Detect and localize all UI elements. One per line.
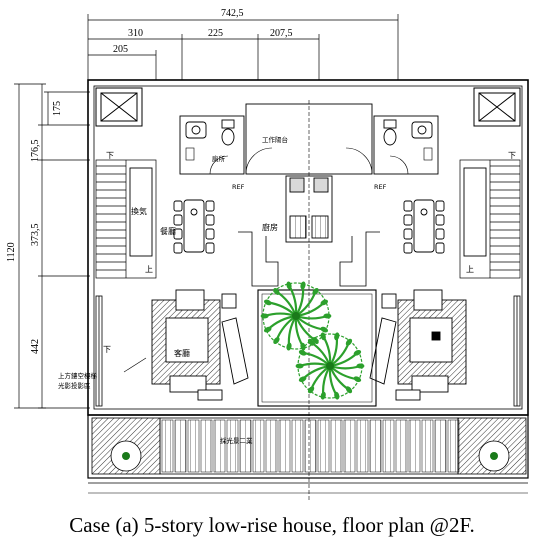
dim-height-3735: 373,5 xyxy=(30,224,41,247)
annotation-leader xyxy=(123,357,147,373)
ref-label-left: REF xyxy=(232,183,245,191)
kitchen xyxy=(238,175,380,287)
stair-right xyxy=(459,159,521,279)
dim-segment-205: 205 xyxy=(113,44,128,55)
dining-chair xyxy=(205,200,215,212)
grate-panel xyxy=(395,419,408,473)
grate-panel xyxy=(265,419,278,473)
tree-upper xyxy=(260,281,332,351)
grate-panel xyxy=(369,419,382,473)
dining-chair xyxy=(173,214,183,226)
grate-panel xyxy=(278,419,291,473)
grate-panel xyxy=(174,419,187,473)
elevator-right xyxy=(473,87,521,127)
void-mark-label: 下 xyxy=(103,345,111,354)
landscape-label: 採光景二業 xyxy=(220,436,253,445)
floor-plan-diagram: 742,5 310 225 207,5 205 1120 175 176,5 3… xyxy=(6,8,529,500)
dining-chair xyxy=(435,242,445,254)
dim-overall-height: 1120 xyxy=(6,242,17,262)
living-room-right xyxy=(369,289,467,401)
storage-label: 換気 xyxy=(131,206,147,216)
dining-table-right xyxy=(403,199,445,254)
dining-label: 餐廳 xyxy=(160,226,176,236)
dim-segment-310: 310 xyxy=(128,28,143,39)
stair-down-label-right: 下 xyxy=(508,151,516,160)
work-balcony xyxy=(245,103,373,175)
grate-panel xyxy=(161,419,174,473)
grate-panel xyxy=(226,419,239,473)
grate-panel xyxy=(408,419,421,473)
elevator-left xyxy=(95,87,143,127)
grate-panel xyxy=(200,419,213,473)
grate-panel xyxy=(239,419,252,473)
grate-panel xyxy=(356,419,369,473)
grate-panel xyxy=(421,419,434,473)
top-dimensions xyxy=(87,14,399,80)
dining-chair xyxy=(435,228,445,240)
annotation-line-1: 上方鏤空樓梯 xyxy=(58,371,98,380)
grate-panel xyxy=(213,419,226,473)
living-room-left xyxy=(151,289,249,401)
tree-lower xyxy=(295,332,365,400)
tree-illustration xyxy=(260,281,365,400)
figure-caption: Case (a) 5-story low-rise house, floor p… xyxy=(69,513,475,537)
grate-panel xyxy=(330,419,343,473)
grate-panel xyxy=(252,419,265,473)
dim-height-175: 175 xyxy=(52,101,63,116)
dining-chair xyxy=(403,228,413,240)
grate-panel xyxy=(343,419,356,473)
stair-up-label-left: 上 xyxy=(145,265,153,274)
living-label: 客廳 xyxy=(174,348,190,358)
kitchen-label: 廚房 xyxy=(262,222,278,232)
dining-table-left xyxy=(173,199,215,254)
grate-panel xyxy=(382,419,395,473)
work-balcony-label: 工作陽台 xyxy=(262,135,288,144)
bathroom-right xyxy=(373,115,439,175)
building-outline xyxy=(87,79,529,500)
dim-segment-2075: 207,5 xyxy=(270,28,293,39)
bottom-balcony xyxy=(91,417,527,475)
dining-chair xyxy=(205,228,215,240)
dim-height-442: 442 xyxy=(30,339,41,354)
ref-label-right: REF xyxy=(374,183,387,191)
grate-panel xyxy=(304,419,317,473)
left-dimensions xyxy=(14,83,90,409)
dim-overall-width: 742,5 xyxy=(221,8,244,19)
stair-up-label-right: 上 xyxy=(466,265,474,274)
dining-chair xyxy=(435,200,445,212)
annotation-line-2: 光影投影區 xyxy=(58,381,91,390)
dining-chair xyxy=(403,242,413,254)
dining-chair xyxy=(403,214,413,226)
side-windows xyxy=(95,295,521,407)
stair-left xyxy=(95,159,157,279)
dim-segment-225: 225 xyxy=(208,28,223,39)
grate-panel xyxy=(291,419,304,473)
grate-panel xyxy=(317,419,330,473)
stair-down-label-left: 下 xyxy=(106,151,114,160)
grate-panel xyxy=(434,419,447,473)
dim-height-1765: 176,5 xyxy=(30,140,41,163)
dining-chair xyxy=(205,242,215,254)
grate-panel xyxy=(187,419,200,473)
bathroom-label: 廁所 xyxy=(212,154,226,163)
grate-panel xyxy=(447,419,460,473)
dining-chair xyxy=(173,200,183,212)
dining-chair xyxy=(435,214,445,226)
dining-chair xyxy=(403,200,413,212)
bathroom-left xyxy=(179,115,245,175)
dining-chair xyxy=(205,214,215,226)
dining-chair xyxy=(173,242,183,254)
dining-chair xyxy=(173,228,183,240)
